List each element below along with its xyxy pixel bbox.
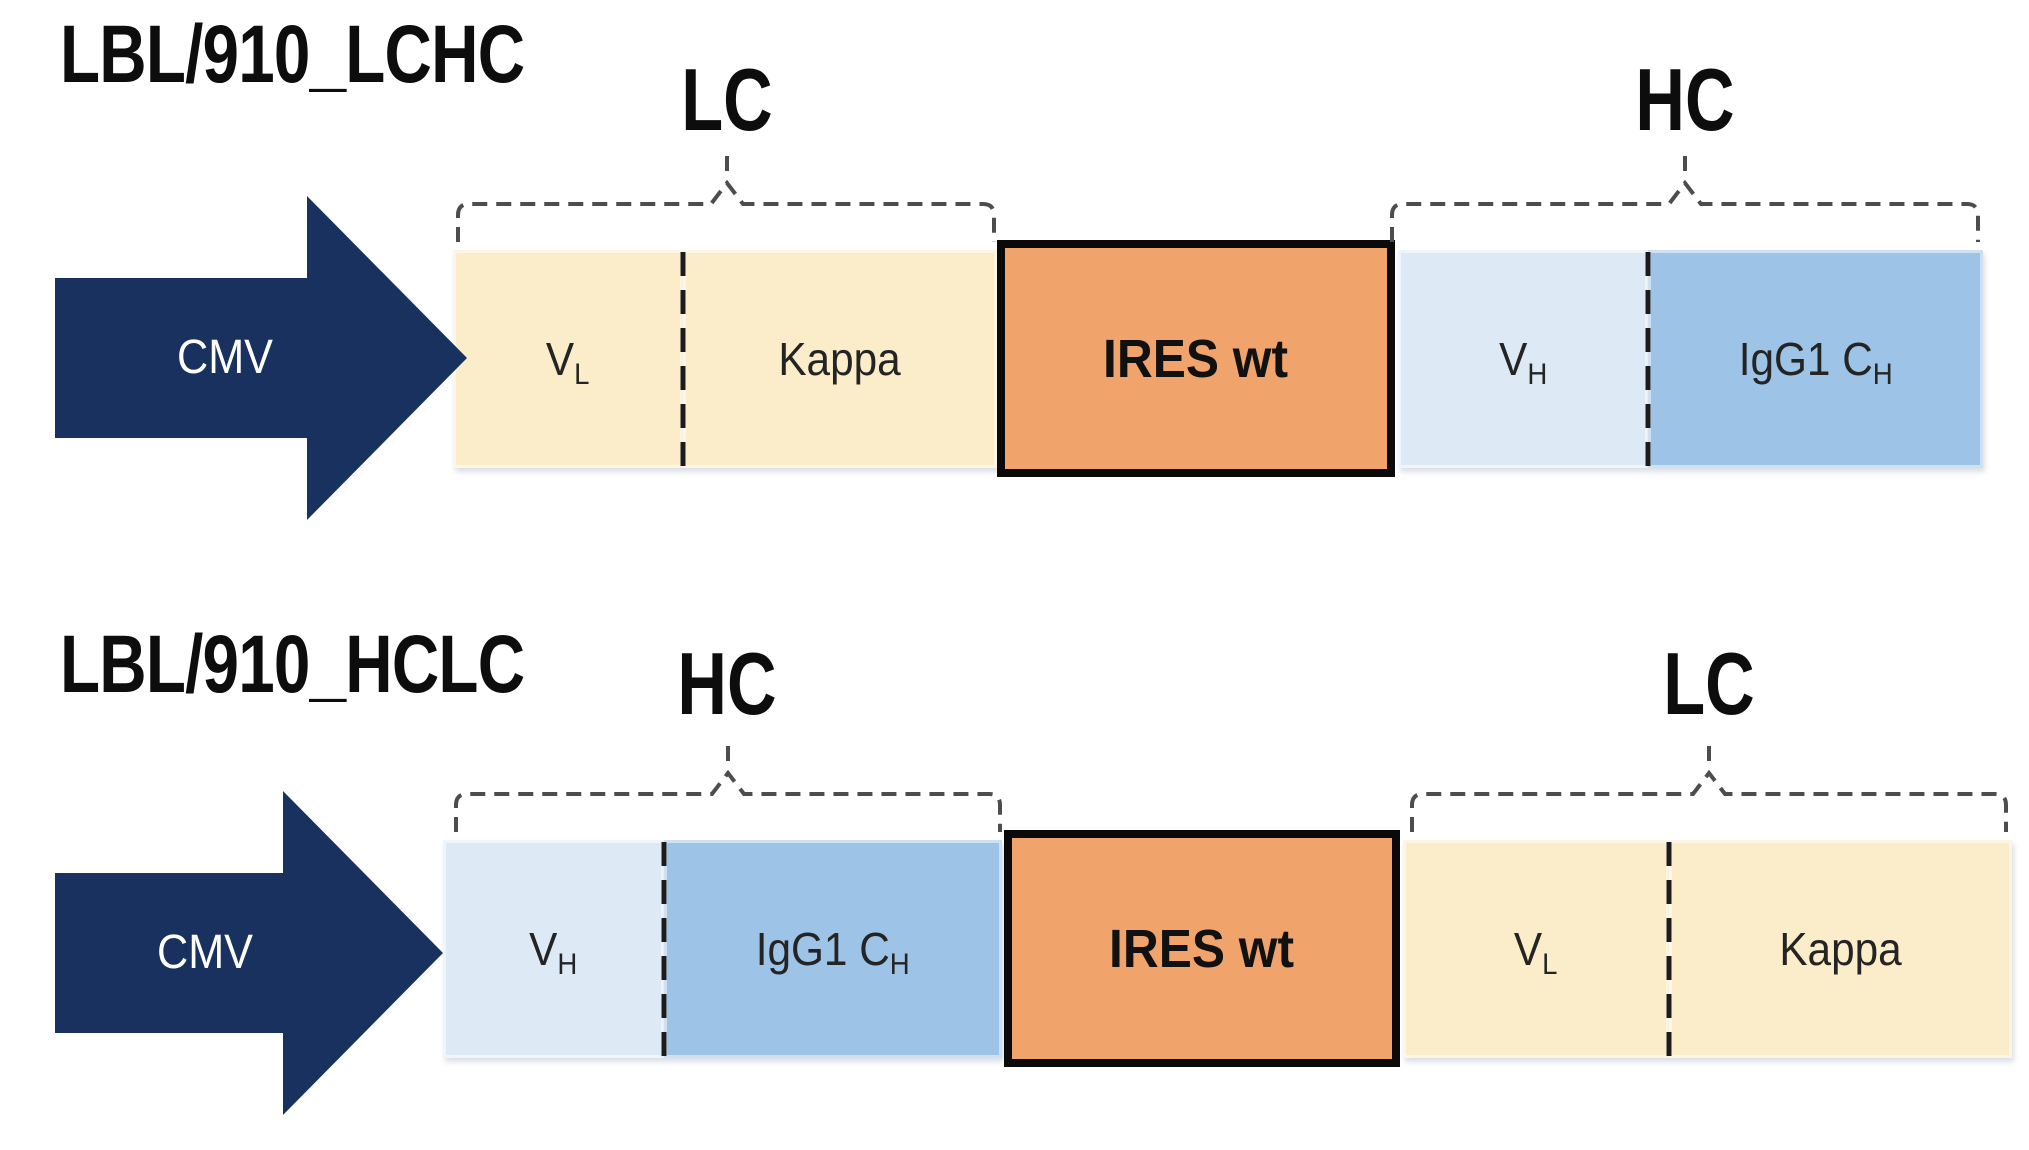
segment-vh: VH [443, 840, 664, 1058]
segment-vh-label: VH [529, 923, 578, 981]
segment-vl-label: VL [546, 333, 590, 391]
segment-vh: VH [1398, 250, 1648, 468]
segment-ires-wt: IRES wt [1004, 830, 1400, 1067]
construct-1-group-label-lc: LC [681, 50, 773, 149]
segment-kappa: Kappa [683, 250, 997, 468]
construct-2-group-label-lc: LC [1663, 634, 1755, 733]
cmv-promoter-label: CMV [156, 926, 254, 979]
construct-2-title: LBL/910_HCLC [60, 619, 525, 710]
construct-1-group-label-hc: HC [1635, 50, 1735, 149]
construct-2-group-label-hc: HC [677, 634, 777, 733]
segment-kappa: Kappa [1669, 840, 2012, 1058]
group-brace-hc [454, 769, 1002, 832]
segment-ires-wt: IRES wt [997, 240, 1395, 477]
segment-vl: VL [1403, 840, 1669, 1058]
segment-vl-label: VL [1514, 923, 1558, 981]
segment-kappa-label: Kappa [778, 333, 902, 385]
segment-ires-label: IRES wt [1103, 328, 1289, 389]
segment-igg1-label: IgG1 CH [755, 923, 911, 981]
group-brace-hc [1390, 179, 1980, 242]
segment-igg1-ch: IgG1 CH [1648, 250, 1983, 468]
segment-vl: VL [453, 250, 683, 468]
cmv-promoter-label: CMV [176, 331, 274, 384]
construct-1-title: LBL/910_LCHC [60, 9, 525, 100]
group-brace-lc [1410, 769, 2008, 832]
segment-igg1-ch: IgG1 CH [664, 840, 1002, 1058]
segment-ires-label: IRES wt [1109, 918, 1295, 979]
segment-kappa-label: Kappa [1779, 923, 1902, 975]
segment-igg1-label: IgG1 CH [1738, 333, 1893, 391]
segment-vh-label: VH [1498, 333, 1548, 391]
group-brace-lc [456, 179, 996, 242]
